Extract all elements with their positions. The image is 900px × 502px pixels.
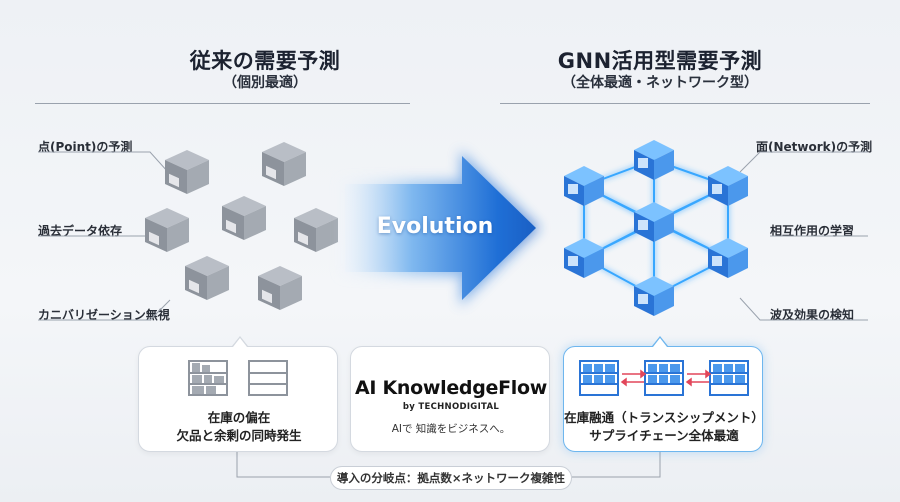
left-box-line2: 欠品と余剰の同時発生 xyxy=(176,428,302,443)
right-box-line1: 在庫融通（トランスシップメント） xyxy=(564,410,764,425)
leader-line xyxy=(38,299,171,321)
warehouse-icon xyxy=(222,196,266,240)
left-feature-point: 点(Point)の予測 xyxy=(38,140,133,154)
warehouse-icon xyxy=(185,256,229,300)
right-subtitle: （全体最適・ネットワーク型） xyxy=(562,75,758,91)
left-result-box: 在庫の偏在 欠品と余剰の同時発生 xyxy=(138,346,338,452)
right-box-line2: サプライチェーン全体最適 xyxy=(589,428,739,443)
brand-box: AI KnowledgeFlow by TECHNODIGITAL AIで 知識… xyxy=(350,346,550,452)
right-divider xyxy=(500,103,870,104)
warehouse-icon xyxy=(634,202,674,242)
warehouse-icon xyxy=(708,238,748,278)
leader-line xyxy=(38,151,169,173)
left-feature-past-data: 過去データ依存 xyxy=(38,224,123,238)
right-feature-network: 面(Network)の予測 xyxy=(756,140,873,154)
warehouse-icon xyxy=(634,276,674,316)
footer-bracket-left xyxy=(236,452,330,478)
left-divider xyxy=(35,103,410,104)
footer-note: 導入の分岐点：拠点数×ネットワーク複雑性 xyxy=(330,466,572,490)
right-feature-ripple: 波及効果の検知 xyxy=(770,308,855,322)
brand-by: by TECHNODIGITAL xyxy=(402,402,500,412)
warehouse-icon xyxy=(262,142,306,186)
shelf-icon xyxy=(579,360,749,396)
brand-title: AI KnowledgeFlow xyxy=(354,377,548,399)
warehouse-icon xyxy=(145,208,189,252)
shelf-icon xyxy=(188,360,288,396)
leader-line xyxy=(739,151,868,173)
left-feature-cannibal: カニバリゼーション無視 xyxy=(38,308,170,322)
warehouse-icon xyxy=(564,238,604,278)
evolution-label: Evolution xyxy=(376,214,494,239)
arrow-icon xyxy=(345,156,536,300)
left-box-line1: 在庫の偏在 xyxy=(207,410,271,425)
callout-pointer-fill xyxy=(653,338,667,347)
brand-tagline: AIで 知識をビジネスへ。 xyxy=(391,423,511,435)
leader-line xyxy=(739,297,868,321)
warehouse-icon xyxy=(165,150,209,194)
left-subtitle: （個別最適） xyxy=(223,75,307,91)
callout-pointer-fill xyxy=(233,338,247,347)
warehouse-icon xyxy=(634,140,674,180)
warehouse-icon xyxy=(708,166,748,206)
right-title: GNN活用型需要予測 xyxy=(557,49,763,73)
left-title: 従来の需要予測 xyxy=(189,49,341,73)
footer-bracket-right xyxy=(572,452,661,478)
right-feature-interaction: 相互作用の学習 xyxy=(770,224,855,238)
warehouse-icon xyxy=(564,166,604,206)
warehouse-icon xyxy=(294,208,338,252)
right-result-box: 在庫融通（トランスシップメント） サプライチェーン全体最適 xyxy=(563,346,764,452)
warehouse-icon xyxy=(258,266,302,310)
